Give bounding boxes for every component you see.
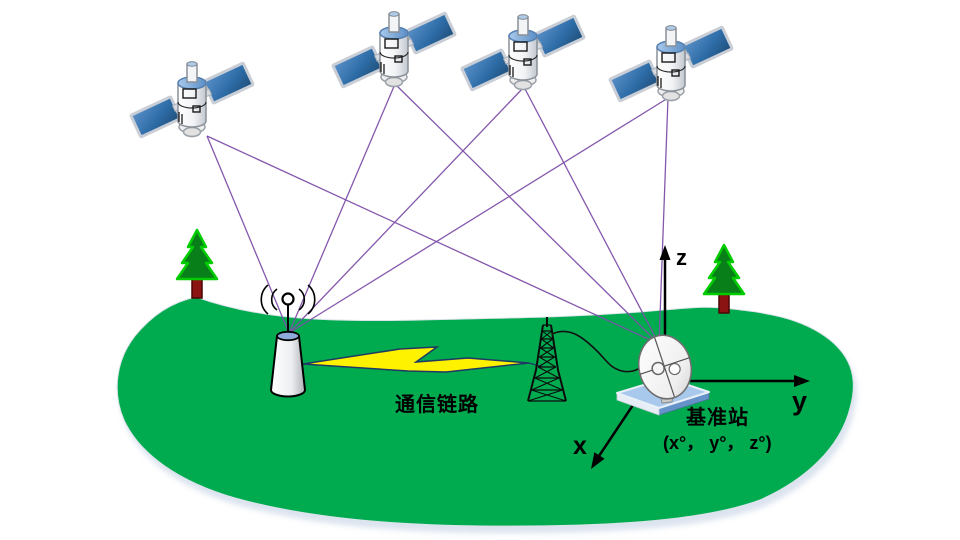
satellite-signal-lines <box>206 83 669 345</box>
rover-antenna-icon <box>260 284 316 398</box>
axis-z-label: z <box>676 245 687 270</box>
signal-line <box>394 83 660 345</box>
satellite-icon <box>129 60 255 139</box>
comm-link-label: 通信链路 <box>395 394 479 416</box>
pine-tree-icon <box>702 243 746 315</box>
signal-line <box>206 135 290 334</box>
signal-line <box>523 86 660 345</box>
base-station-dish-icon <box>637 334 693 404</box>
signal-line <box>288 83 396 334</box>
base-station-label: 基准站 <box>686 407 749 429</box>
signal-line <box>206 135 660 345</box>
signal-line <box>658 97 669 345</box>
axis-x-label: x <box>573 432 587 460</box>
pine-tree-icon <box>175 228 219 300</box>
radio-waves-icon <box>260 284 316 315</box>
signal-line <box>288 86 525 334</box>
satellite-icon <box>608 24 734 103</box>
signal-line <box>288 97 669 334</box>
satellite-icon <box>460 13 586 92</box>
lattice-tower-icon <box>527 317 567 402</box>
base-station-coords-label: (x°， y°， z°) <box>663 433 772 453</box>
satellite-icon <box>331 10 457 89</box>
axis-y-label: y <box>792 386 808 416</box>
